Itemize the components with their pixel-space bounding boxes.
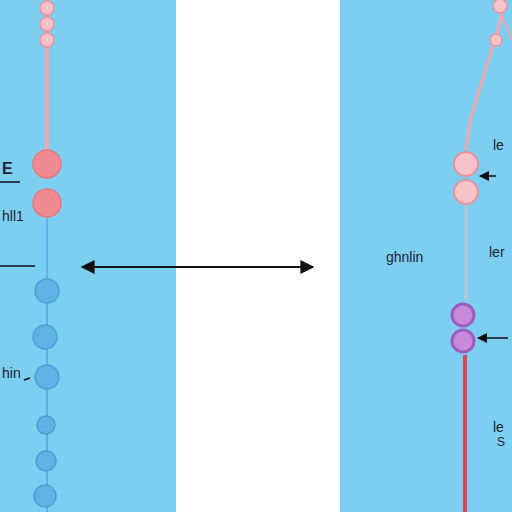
part-label: ghnlin — [386, 250, 423, 264]
part-label: le — [493, 138, 504, 152]
left-panel — [0, 0, 176, 512]
middle-panel — [176, 0, 340, 512]
part-label: ler — [489, 245, 505, 259]
part-label: S — [497, 436, 505, 448]
left-chain — [0, 0, 61, 512]
right-panel — [340, 0, 512, 512]
part-label: hin — [2, 366, 21, 380]
part-label: le — [493, 420, 504, 434]
right-chain — [452, 0, 512, 512]
double-arrow — [82, 266, 313, 268]
part-label: hll1 — [2, 209, 24, 223]
callout-letter: E — [2, 161, 13, 177]
